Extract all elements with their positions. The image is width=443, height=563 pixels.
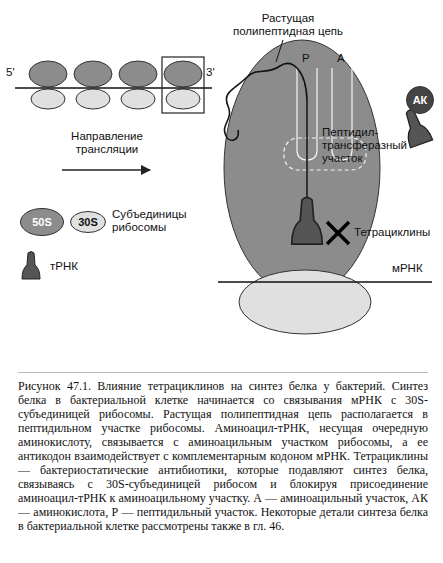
direction-label: Направление трансляции — [52, 130, 162, 156]
large-subunit — [164, 61, 202, 87]
small-subunit — [121, 89, 155, 109]
figure-caption: Рисунок 47.1. Влияние тетрациклинов на с… — [18, 372, 428, 533]
polysome — [15, 57, 212, 113]
trna-symbol — [22, 252, 40, 280]
highlight-frame — [162, 57, 204, 113]
strand-label: мРНК — [392, 262, 438, 275]
legend-sample — [20, 250, 42, 282]
oval-shape — [21, 209, 64, 236]
drug-label: Тетрациклины — [354, 226, 440, 239]
legend-heading: Субъединицы рибосомы — [112, 208, 204, 234]
small-subunit — [239, 270, 371, 334]
polypeptide-chain — [224, 64, 307, 141]
trna-stem — [306, 100, 308, 200]
small-subunit — [76, 89, 110, 109]
small-subunit — [166, 89, 200, 109]
large-subunit-key: 50S — [20, 208, 64, 236]
site-label: Пептидил-трансферазный участок — [322, 126, 402, 166]
node-label: 50S — [32, 217, 52, 228]
direction-arrow — [62, 169, 150, 171]
legend-label: тРНК — [50, 260, 78, 272]
cross-line — [327, 222, 349, 244]
strand-end: 3' — [206, 66, 226, 79]
amino-acid-circle: АК — [406, 86, 434, 114]
chain-label: Растущая полипептидная цепь — [226, 12, 350, 38]
site-letter: P — [302, 52, 314, 65]
cross-line — [327, 222, 349, 244]
oval-shape — [407, 87, 434, 114]
legend-entry: тРНК — [20, 250, 78, 282]
strand-end: 5' — [6, 66, 26, 79]
large-subunit — [119, 61, 157, 87]
site-letter: A — [337, 52, 349, 65]
small-subunit-key: 30S — [70, 211, 106, 233]
block-mark — [327, 222, 349, 244]
large-subunit — [224, 40, 380, 296]
oval-shape — [71, 212, 106, 233]
small-subunit — [31, 89, 65, 109]
large-subunit — [74, 61, 112, 87]
node-label: 30S — [78, 217, 98, 228]
trna-symbol — [292, 197, 323, 244]
ribosome-detail — [218, 40, 433, 334]
mrna-strand — [15, 87, 212, 89]
large-subunit — [29, 61, 67, 87]
mrna-strand — [218, 281, 432, 283]
leader-line — [276, 40, 283, 62]
node-label: АК — [413, 95, 428, 106]
